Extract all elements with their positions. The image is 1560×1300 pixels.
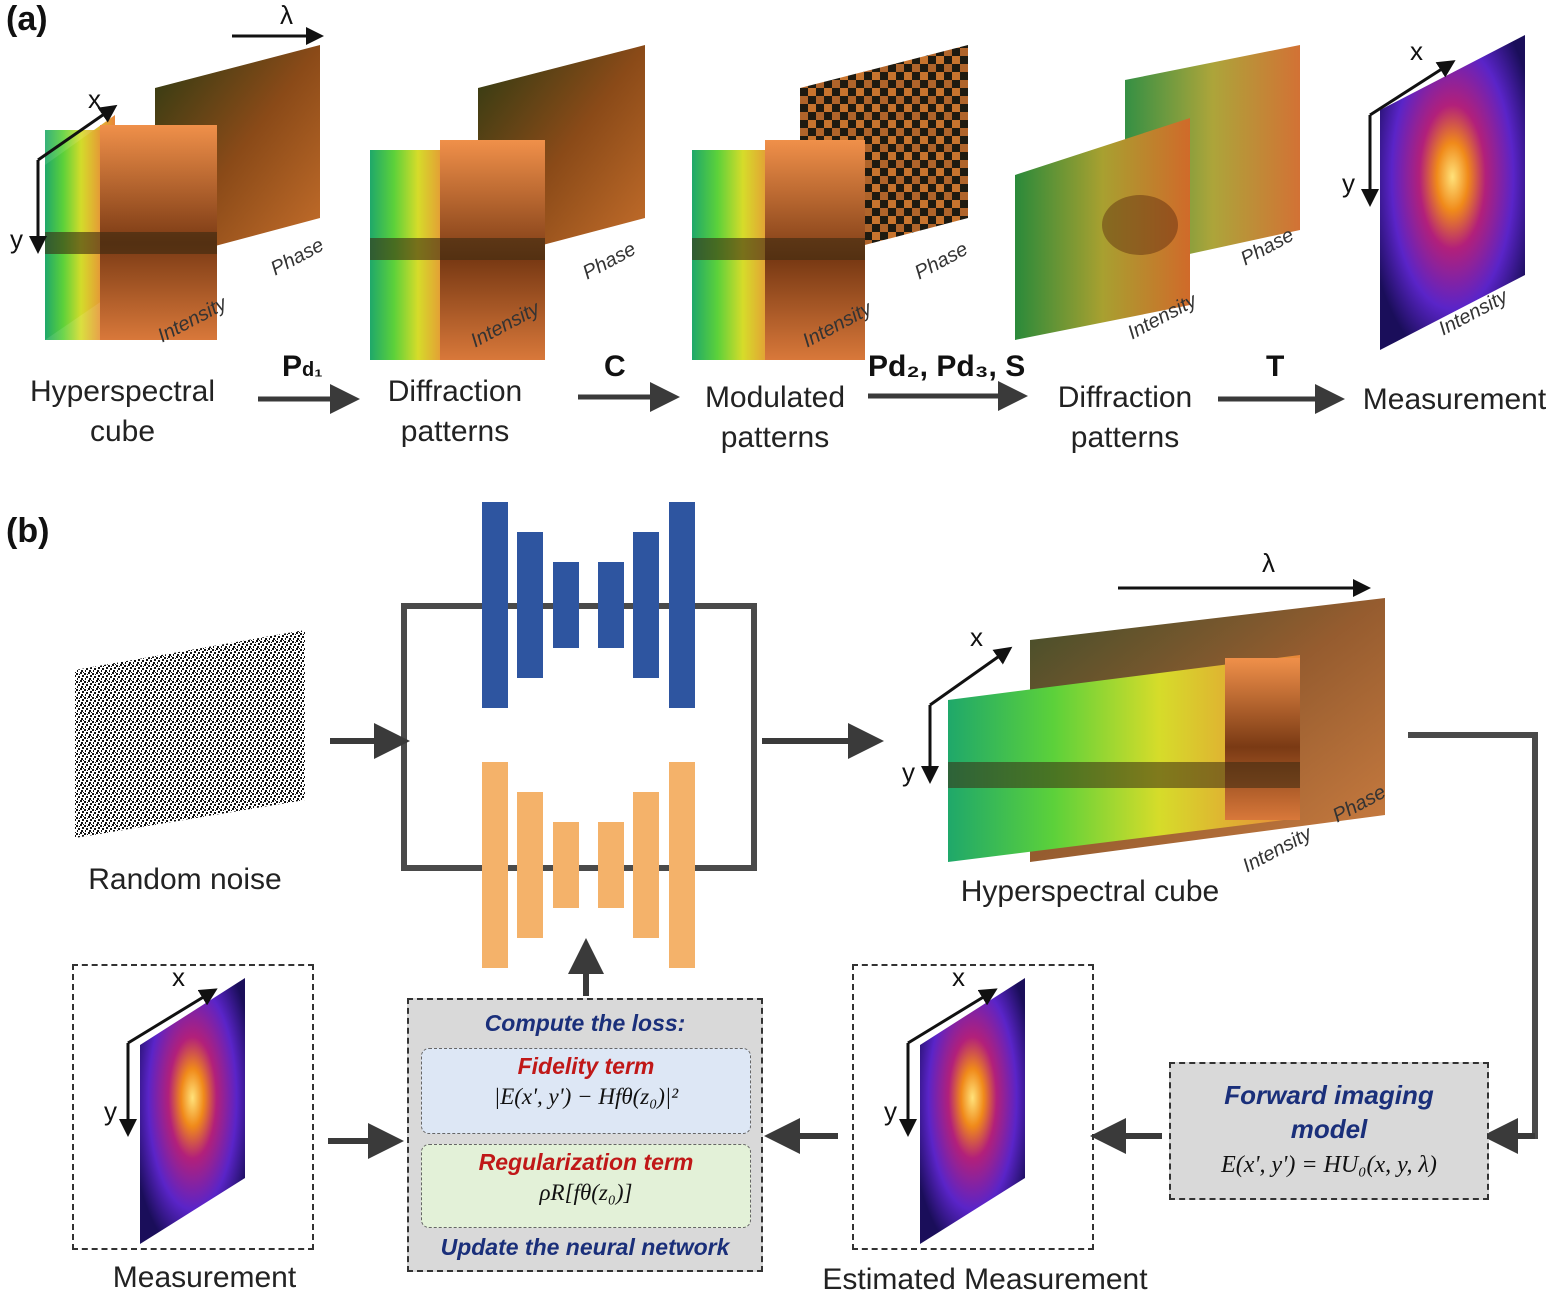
panel-label-b: (b) (6, 512, 50, 550)
fidelity-term-box: Fidelity term |E(x', y') − Hfθ(z₀)|² (421, 1048, 751, 1134)
stage1-label-line2: cube (89, 415, 156, 448)
axis-x-label: x (88, 84, 101, 114)
loss-box: Compute the loss: Fidelity term |E(x', y… (407, 998, 763, 1272)
operator-pd1-main: P (282, 350, 303, 383)
operator-pd1-sub: d₁ (302, 359, 323, 381)
estimated-measurement-label: Estimated Measurement (822, 1263, 1148, 1296)
stage3-label-line2: patterns (720, 421, 830, 454)
axis-y-label: y (10, 224, 23, 254)
cube-axis-x: x (970, 622, 983, 652)
random-noise-label: Random noise (88, 863, 282, 896)
estimated-axis-y: y (884, 1096, 897, 1126)
stage2-label-line1: Diffraction (387, 375, 523, 408)
measurement-frame (72, 964, 314, 1250)
stage3-modulated (692, 45, 968, 360)
estimated-measurement-frame (852, 964, 1094, 1250)
bottom-arrows (328, 723, 1538, 1159)
cube-axis-y: y (902, 757, 915, 787)
forward-model-title-line2: model (1290, 1114, 1368, 1144)
estimated-axis-x: x (952, 962, 965, 992)
measurement-image (119, 978, 245, 1244)
stage1-label-line1: Hyperspectral (29, 375, 216, 408)
forward-model-equation: E(x', y') = HU₀(x, y, λ) (1221, 1152, 1437, 1178)
regularization-equation: ρR[fθ(z₀)] (539, 1180, 633, 1205)
network-bottom (482, 762, 695, 968)
stage3-label: Modulated patterns (685, 378, 865, 458)
stage3-label-line1: Modulated (704, 381, 846, 414)
panel-label-a: (a) (6, 0, 48, 38)
cube-axis-lambda: λ (1262, 548, 1275, 578)
estimated-measurement-image (899, 978, 1025, 1244)
top-arrows (258, 381, 1345, 414)
meas-axis-x-label: x (1410, 36, 1423, 66)
stage1-cube (29, 27, 324, 340)
random-noise-cube (75, 630, 305, 838)
stage2-diffraction (370, 45, 645, 360)
stage2-label-line2: patterns (400, 415, 510, 448)
operator-c: C (604, 350, 626, 383)
meas-axis-y-label: y (1342, 168, 1355, 198)
operator-pd1: Pd₁ (282, 350, 323, 384)
loss-title: Compute the loss: (484, 1010, 686, 1036)
network-top (482, 502, 695, 708)
loss-footer: Update the neural network (440, 1234, 730, 1260)
operator-t: T (1266, 350, 1285, 383)
output-cube (921, 579, 1385, 862)
stage4-label: Diffraction patterns (1035, 378, 1215, 458)
regularization-term-box: Regularization term ρR[fθ(z₀)] (421, 1144, 751, 1228)
operator-pd2-pd3-s: Pd₂, Pd₃, S (868, 350, 1026, 383)
stage4-label-line1: Diffraction (1057, 381, 1193, 414)
stage4-label-line2: patterns (1070, 421, 1180, 454)
stage4-diffraction (1015, 45, 1300, 340)
stage1-label: Hyperspectral cube (10, 372, 235, 452)
stage5-label: Measurement (1352, 380, 1557, 420)
fidelity-equation: |E(x', y') − Hfθ(z₀)|² (493, 1084, 679, 1109)
measurement-axis-x: x (172, 962, 185, 992)
intensity-stack (45, 115, 217, 340)
stage5-measurement (1361, 35, 1525, 350)
fidelity-title: Fidelity term (517, 1053, 655, 1079)
stage2-label: Diffraction patterns (365, 372, 545, 452)
stage5-label-line1: Measurement (1362, 383, 1547, 416)
hyperspectral-cube-label: Hyperspectral cube (960, 875, 1220, 908)
forward-model-title-line1: Forward imaging (1224, 1080, 1434, 1110)
axis-lambda-label: λ (280, 0, 293, 30)
measurement-axis-y: y (104, 1096, 117, 1126)
forward-model-box: Forward imaging model E(x', y') = HU₀(x,… (1169, 1062, 1489, 1200)
measurement-label: Measurement (112, 1261, 297, 1294)
regularization-title: Regularization term (478, 1149, 694, 1175)
